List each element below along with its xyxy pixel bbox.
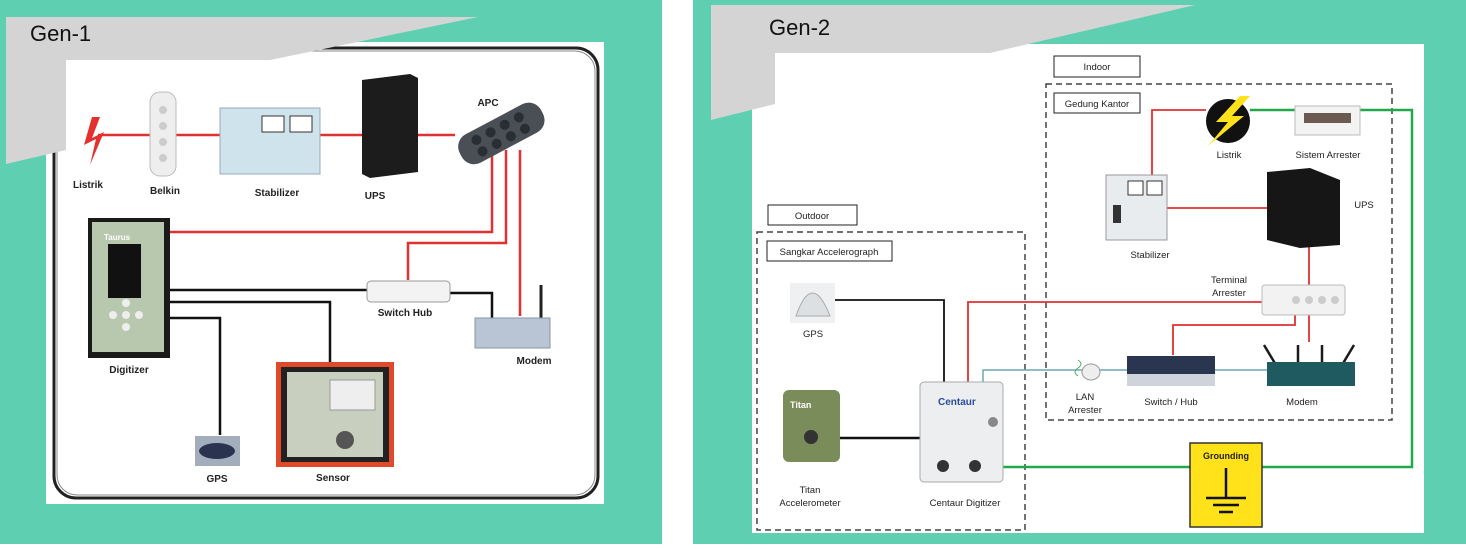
modem-icon	[474, 317, 551, 349]
terminal-arrester-icon	[1261, 284, 1346, 316]
stabilizer-label: Stabilizer	[255, 188, 300, 199]
panel-gap	[662, 0, 693, 544]
ups-label: UPS	[365, 191, 386, 202]
centaur-digitizer-icon	[919, 381, 1004, 483]
titan-accelerometer-icon	[783, 390, 840, 462]
stabilizer-label: Stabilizer	[1130, 250, 1169, 261]
switch-hub-label: Switch Hub	[378, 308, 432, 319]
lan-arrester-label-2: Arrester	[1068, 405, 1102, 416]
data-wires	[830, 299, 945, 440]
lightning-icon	[1208, 96, 1250, 146]
sangkar-label: Sangkar Accelerograph	[780, 247, 879, 258]
lan-arrester-icon	[1081, 363, 1101, 381]
apc-label: APC	[477, 98, 498, 109]
centaur-brand: Centaur	[938, 397, 976, 408]
switch-hub-label: Switch / Hub	[1144, 397, 1197, 408]
apc-power-strip-icon	[458, 102, 545, 165]
grounding-label: Grounding	[1203, 451, 1249, 461]
modem-label: Modem	[517, 356, 552, 367]
sistem-arrester-label: Sistem Arrester	[1296, 150, 1361, 161]
modem-icon	[1267, 362, 1355, 386]
listrik-label: Listrik	[73, 180, 103, 191]
belkin-surge-icon	[149, 91, 177, 177]
gen2-diagram: Gen-2 Indoor Gedung Kantor Outdoor Sangk…	[711, 5, 1424, 533]
indoor-zone	[1045, 83, 1393, 421]
power-wires	[967, 109, 1310, 382]
sensor-label: Sensor	[316, 473, 350, 484]
modem-label: Modem	[1286, 397, 1318, 408]
belkin-label: Belkin	[150, 186, 180, 197]
ups-icon	[1267, 168, 1340, 248]
gen2-banner	[711, 5, 1195, 120]
digitizer-label: Digitizer	[109, 365, 149, 376]
outdoor-zone-label-box	[767, 204, 858, 226]
data-wires	[170, 288, 494, 435]
lan-arrester-label-1: LAN	[1076, 392, 1095, 403]
titan-brand: Titan	[790, 400, 811, 410]
modem-antennas	[1262, 344, 1356, 366]
listrik-label: Listrik	[1217, 150, 1242, 161]
gedung-kantor-label: Gedung Kantor	[1065, 99, 1129, 110]
terminal-arrester-label-2: Arrester	[1212, 288, 1246, 299]
gps-label: GPS	[206, 474, 227, 485]
indoor-zone-label-box	[1053, 55, 1141, 78]
gen1-banner	[6, 17, 478, 164]
ground-wires	[1003, 108, 1414, 469]
gen1-title: Gen-1	[30, 21, 91, 46]
ups-icon	[362, 74, 418, 178]
taurus-brand: Taurus	[104, 233, 131, 242]
lan-wire	[982, 369, 1355, 382]
outdoor-zone	[756, 231, 1026, 531]
titan-label-2: Accelerometer	[779, 498, 840, 509]
switch-hub-icon	[366, 280, 451, 303]
ups-label: UPS	[1354, 200, 1374, 211]
outdoor-zone-label: Outdoor	[795, 211, 829, 222]
lightning-icon	[84, 117, 104, 165]
gen2-title: Gen-2	[769, 15, 830, 40]
power-wires	[98, 133, 522, 316]
ground-symbol-icon	[1206, 468, 1246, 514]
gedung-kantor-label-box	[1053, 92, 1141, 114]
sangkar-label-box	[766, 240, 893, 262]
gen1-diagram: Gen-1 Listrik Belkin Stabilizer UPS	[6, 17, 604, 504]
centaur-label: Centaur Digitizer	[930, 498, 1001, 509]
titan-label-1: Titan	[800, 485, 821, 496]
indoor-zone-label: Indoor	[1084, 62, 1111, 73]
gps-label: GPS	[803, 329, 823, 340]
terminal-arrester-label-1: Terminal	[1211, 275, 1247, 286]
